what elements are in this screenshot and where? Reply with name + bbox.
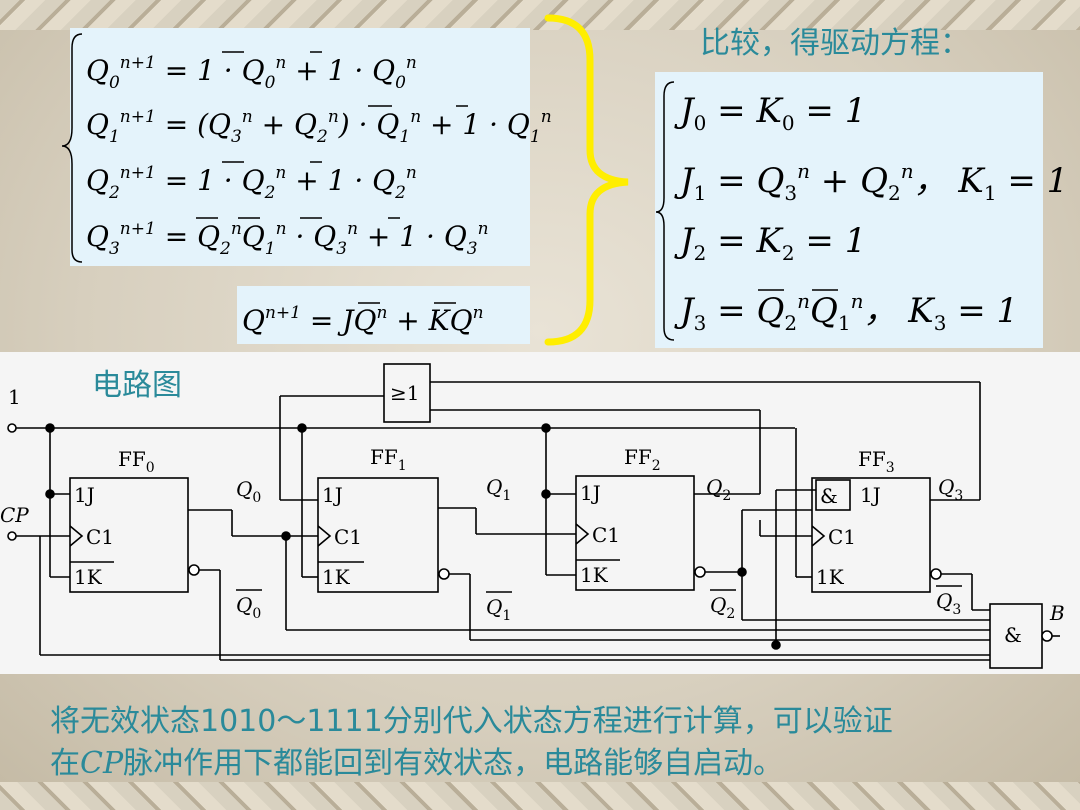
ff3-and-box bbox=[815, 479, 851, 511]
ff1-pin-c: C1 bbox=[334, 525, 362, 549]
eq1: Q1n+1 = (Q3n + Q2n) · Q1n + 1 · Q1n bbox=[86, 107, 552, 147]
svg-text:J3 = Q2nQ1n， K3 = 1: J3 = Q2nQ1n， K3 = 1 bbox=[674, 289, 1018, 335]
svg-text:J0 = K0 = 1: J0 = K0 = 1 bbox=[674, 91, 866, 135]
note-line-2: 在CP脉冲作用下都能回到有效状态，电路能够自启动。 bbox=[50, 738, 783, 782]
characteristic-equation: Qn+1 = JQn + KQn bbox=[242, 302, 484, 337]
note-line-1: 将无效状态1010～1111分别代入状态方程进行计算，可以验证 bbox=[50, 704, 893, 739]
yellow-brace bbox=[544, 14, 629, 346]
ff3-and-label: & bbox=[820, 484, 838, 508]
ff2-pin-k: 1K bbox=[580, 563, 609, 587]
note-line2-rest: 脉冲作用下都能回到有效状态，电路能够自启动。 bbox=[123, 746, 784, 781]
drive-equations: J0 = K0 = 1 J1 = Q3n + Q2n， K1 = 1 J2 = … bbox=[674, 91, 1068, 335]
ff0-name: FF0 bbox=[118, 447, 155, 476]
output-b-label: B bbox=[1049, 601, 1065, 625]
q1-label: Q1 bbox=[486, 475, 511, 504]
svg-text:Qn+1 = JQn + KQn: Qn+1 = JQn + KQn bbox=[242, 303, 484, 337]
ff2-name: FF2 bbox=[624, 445, 661, 474]
output-and-label: & bbox=[1004, 623, 1022, 647]
eq0: Q0n+1 = 1 · Q0n + 1 · Q0n bbox=[86, 53, 417, 93]
ff0-pin-j: 1J bbox=[74, 483, 95, 507]
svg-text:J2 = K2 = 1: J2 = K2 = 1 bbox=[674, 221, 866, 265]
q0-label: Q0 bbox=[236, 477, 261, 506]
flipflop-3-box bbox=[811, 477, 931, 593]
circuit-labels: 1 CP B ≥1 & & FF0 FF1 FF2 FF3 1J C1 1K 1… bbox=[0, 381, 1065, 647]
input-cp-terminal bbox=[7, 531, 17, 541]
flipflop-2-box bbox=[575, 475, 695, 591]
ff3-pin-k: 1K bbox=[816, 565, 845, 589]
ff1-pin-k: 1K bbox=[322, 565, 351, 589]
or-gate-label: ≥1 bbox=[390, 381, 419, 405]
decorative-top-border bbox=[0, 0, 1080, 30]
eq3: Q3n+1 = Q2nQ1n · Q3n + 1 · Q3n bbox=[86, 219, 489, 259]
decorative-bottom-border bbox=[0, 782, 1080, 810]
drive-equations-panel bbox=[655, 72, 1043, 348]
q3-bar-label: Q3 bbox=[936, 589, 961, 618]
characteristic-equation-panel bbox=[237, 286, 530, 344]
q2-bar-label: Q2 bbox=[710, 593, 735, 622]
or-gate-box bbox=[383, 363, 431, 423]
flipflop-1-box bbox=[317, 477, 439, 593]
ff1-pin-j: 1J bbox=[322, 483, 343, 507]
ff0-pin-k: 1K bbox=[74, 565, 103, 589]
q0-bar-label: Q0 bbox=[236, 593, 261, 622]
q2-label: Q2 bbox=[706, 475, 731, 504]
note-cp: CP bbox=[80, 746, 124, 781]
note-line2-prefix: 在 bbox=[50, 746, 80, 781]
state-equations-panel bbox=[70, 28, 530, 266]
flipflop-0-box bbox=[69, 477, 189, 593]
ff0-pin-c: C1 bbox=[86, 525, 114, 549]
state-equations: Q0n+1 = 1 · Q0n + 1 · Q0n Q1n+1 = (Q3n +… bbox=[86, 51, 552, 259]
input-one-terminal bbox=[7, 423, 17, 433]
left-brace-state bbox=[61, 33, 83, 263]
input-cp-label: CP bbox=[0, 503, 29, 527]
ff2-pin-j: 1J bbox=[580, 481, 601, 505]
ff2-pin-c: C1 bbox=[592, 523, 620, 547]
svg-text:J1 = Q3n + Q2n， K1 = 1: J1 = Q3n + Q2n， K1 = 1 bbox=[674, 159, 1068, 205]
circuit-heading: 电路图 bbox=[92, 368, 182, 403]
eq2: Q2n+1 = 1 · Q2n + 1 · Q2n bbox=[86, 163, 417, 203]
ff1-name: FF1 bbox=[370, 445, 407, 474]
ff3-name: FF3 bbox=[858, 447, 895, 476]
ff3-pin-j: 1J bbox=[860, 483, 881, 507]
q1-bar-label: Q1 bbox=[486, 595, 511, 624]
ff3-pin-c: C1 bbox=[828, 525, 856, 549]
input-one-label: 1 bbox=[8, 385, 21, 409]
drive-equation-heading: 比较，得驱动方程： bbox=[700, 26, 970, 61]
q3-label: Q3 bbox=[938, 475, 963, 504]
circuit-diagram bbox=[7, 363, 1060, 669]
left-brace-drive bbox=[655, 81, 675, 341]
